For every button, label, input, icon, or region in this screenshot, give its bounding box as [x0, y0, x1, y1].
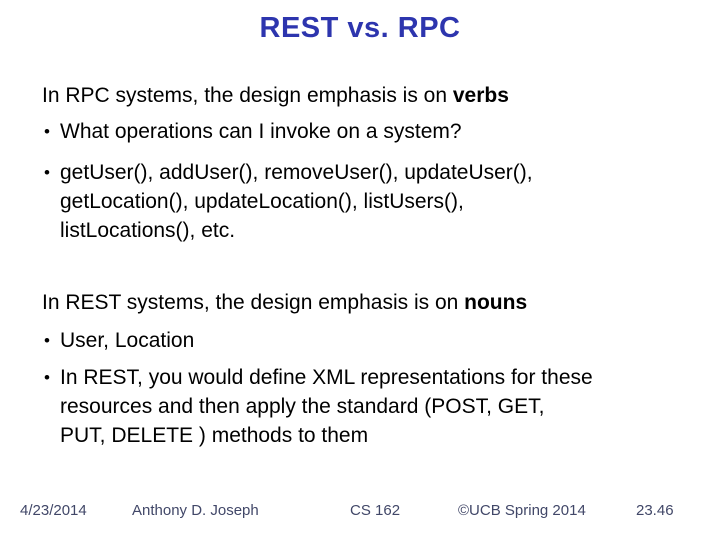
- bullet-text: getUser(), addUser(), removeUser(), upda…: [60, 161, 533, 242]
- bullet-text: What operations can I invoke on a system…: [60, 120, 462, 143]
- footer-author: Anthony D. Joseph: [132, 502, 259, 519]
- rpc-bullet-methods: • getUser(), addUser(), removeUser(), up…: [44, 158, 704, 245]
- footer-copyright: ©UCB Spring 2014: [458, 502, 586, 519]
- bullet-icon: •: [44, 122, 50, 141]
- rest-bullet-nouns: • User, Location: [44, 326, 704, 355]
- rest-bullet-xml: • In REST, you would define XML represen…: [44, 363, 704, 450]
- rest-lead-text: In REST systems, the design emphasis is …: [42, 291, 465, 314]
- bullet-text: User, Location: [60, 329, 195, 352]
- bullet-icon: •: [44, 163, 50, 182]
- rpc-lead-bold-verbs: verbs: [452, 84, 509, 107]
- rest-lead-line: In REST systems, the design emphasis is …: [42, 288, 700, 317]
- rest-lead-bold-nouns: nouns: [464, 291, 528, 314]
- bullet-icon: •: [44, 368, 50, 387]
- rpc-bullet-operations: • What operations can I invoke on a syst…: [44, 117, 704, 146]
- slide-title: REST vs. RPC: [259, 12, 461, 44]
- rpc-lead-line: In RPC systems, the design emphasis is o…: [42, 81, 700, 110]
- bullet-text: In REST, you would define XML representa…: [60, 366, 593, 447]
- rpc-lead-text: In RPC systems, the design emphasis is o…: [42, 84, 453, 107]
- bullet-icon: •: [44, 331, 50, 350]
- footer-date: 4/23/2014: [20, 502, 87, 519]
- footer-course: CS 162: [350, 502, 401, 519]
- footer-page-number: 23.46: [636, 502, 674, 519]
